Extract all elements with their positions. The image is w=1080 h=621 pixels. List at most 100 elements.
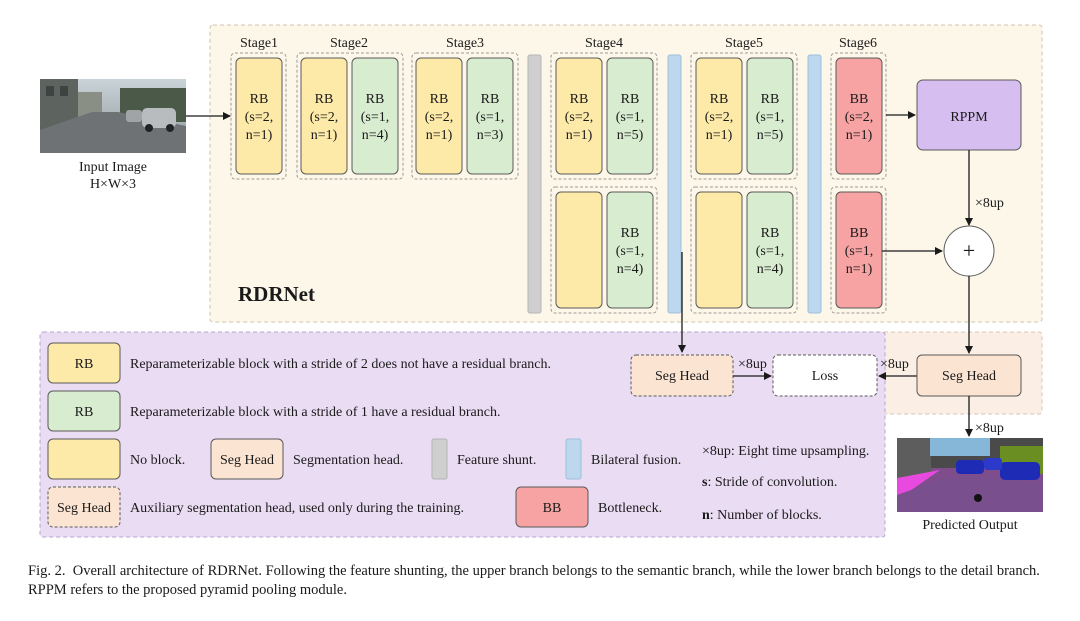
- legend-bb-label: BB: [543, 501, 562, 516]
- svg-text:(s=2,: (s=2,: [310, 110, 339, 125]
- legend-no-block-desc: No block.: [130, 453, 185, 468]
- svg-text:n=1): n=1): [311, 128, 338, 143]
- svg-text:RB: RB: [761, 92, 780, 107]
- stage2-group: [296, 52, 404, 180]
- block-stage5-c: RB (s=1, n=4): [746, 191, 794, 309]
- bilateral-fusion-bar-2: [807, 54, 822, 314]
- up-label-main: ×8up: [880, 357, 909, 372]
- stage6-upper-group: [830, 52, 887, 180]
- network-title: RDRNet: [238, 282, 315, 306]
- caption-text: Overall architecture of RDRNet. Followin…: [28, 563, 1040, 598]
- svg-text:n=5): n=5): [617, 128, 644, 143]
- svg-text:n=1): n=1): [846, 262, 873, 277]
- rppm-label: RPPM: [950, 110, 988, 125]
- block-stage6-a: BB (s=2, n=1): [835, 57, 883, 175]
- svg-text:n=5): n=5): [757, 128, 784, 143]
- svg-text:(s=2,: (s=2,: [705, 110, 734, 125]
- up-label-aux: ×8up: [738, 357, 767, 372]
- svg-text:(s=1,: (s=1,: [756, 244, 785, 259]
- legend-aux-swatch: [47, 486, 121, 528]
- legend-rb-s2-swatch: [47, 342, 121, 384]
- output-label: Predicted Output: [922, 518, 1017, 533]
- block-stage2-b: RB (s=1, n=4): [351, 57, 399, 175]
- svg-text:(s=2,: (s=2,: [245, 110, 274, 125]
- legend-seg-head-desc: Segmentation head.: [293, 453, 403, 468]
- svg-text:n=1): n=1): [426, 128, 453, 143]
- loss-label: Loss: [812, 369, 838, 384]
- legend-bilateral-desc: Bilateral fusion.: [591, 453, 681, 468]
- stage5-upper-group: [690, 52, 798, 180]
- legend-rb-s2-label: RB: [75, 357, 94, 372]
- svg-text:n=1): n=1): [566, 128, 593, 143]
- block-stage1: RB (s=2, n=1): [235, 57, 283, 175]
- legend-no-block-swatch: [47, 438, 121, 480]
- input-size: H×W×3: [90, 177, 136, 192]
- svg-text:RB: RB: [430, 92, 449, 107]
- predicted-output-image: [897, 438, 1043, 512]
- stage5-title: Stage5: [725, 36, 763, 51]
- svg-text:(s=1,: (s=1,: [616, 244, 645, 259]
- legend-feature-shunt-desc: Feature shunt.: [457, 453, 536, 468]
- svg-text:(s=2,: (s=2,: [845, 110, 874, 125]
- block-stage3-a: RB (s=2, n=1): [415, 57, 463, 175]
- legend-aux-desc: Auxiliary segmentation head, used only d…: [130, 501, 464, 516]
- svg-text:(s=1,: (s=1,: [756, 110, 785, 125]
- svg-text:(s=1,: (s=1,: [845, 244, 874, 259]
- legend-rb-s1-label: RB: [75, 405, 94, 420]
- stage3-group: [411, 52, 519, 180]
- legend-up-def: ×8up: Eight time upsampling.: [702, 444, 869, 459]
- main-seg-head-label: Seg Head: [942, 369, 996, 384]
- legend-bb-desc: Bottleneck.: [598, 501, 662, 516]
- block-stage3-b: RB (s=1, n=3): [466, 57, 514, 175]
- block-stage4-empty: [555, 191, 603, 309]
- svg-text:BB: BB: [850, 92, 869, 107]
- svg-text:RB: RB: [570, 92, 589, 107]
- svg-text:n=4): n=4): [362, 128, 389, 143]
- legend-feature-shunt-swatch: [431, 438, 448, 480]
- svg-text:(s=2,: (s=2,: [425, 110, 454, 125]
- stage6-lower-group: [830, 186, 887, 314]
- figure-caption: Fig. 2. Overall architecture of RDRNet. …: [28, 562, 1058, 600]
- up-label-rppm: ×8up: [975, 196, 1004, 211]
- svg-text:BB: BB: [850, 226, 869, 241]
- architecture-diagram: Input Image H×W×3 Stage1 Stage2 Stage3 S…: [39, 24, 1043, 538]
- svg-text:RB: RB: [761, 226, 780, 241]
- svg-text:n=4): n=4): [757, 262, 784, 277]
- caption-fig-number: Fig. 2.: [28, 563, 66, 579]
- legend-n-def: n: Number of blocks.: [702, 508, 822, 523]
- svg-text:(s=1,: (s=1,: [476, 110, 505, 125]
- block-stage5-a: RB (s=2, n=1): [695, 57, 743, 175]
- input-label: Input Image: [79, 160, 147, 175]
- loss-box: [772, 354, 878, 397]
- stage5-lower-group: [690, 186, 798, 314]
- block-stage6-b: BB (s=1, n=1): [835, 191, 883, 309]
- legend-s-def: s: Stride of convolution.: [702, 475, 837, 490]
- stage4-upper-group: [550, 52, 658, 180]
- svg-text:RB: RB: [710, 92, 729, 107]
- stage6-title: Stage6: [839, 36, 877, 51]
- svg-text:RB: RB: [250, 92, 269, 107]
- svg-text:(s=2,: (s=2,: [565, 110, 594, 125]
- svg-text:(s=1,: (s=1,: [616, 110, 645, 125]
- block-stage4-c: RB (s=1, n=4): [606, 191, 654, 309]
- svg-text:RB: RB: [621, 226, 640, 241]
- stage2-title: Stage2: [330, 36, 368, 51]
- feature-shunt-bar: [527, 54, 542, 314]
- legend-rb-s1-desc: Reparameterizable block with a stride of…: [130, 405, 500, 420]
- legend-aux-label: Seg Head: [57, 501, 111, 516]
- svg-text:RB: RB: [315, 92, 334, 107]
- aux-seg-head-label: Seg Head: [655, 369, 709, 384]
- svg-text:n=1): n=1): [706, 128, 733, 143]
- svg-text:RB: RB: [481, 92, 500, 107]
- svg-text:n=4): n=4): [617, 262, 644, 277]
- stage1-group: [230, 52, 287, 180]
- block-stage5-b: RB (s=1, n=5): [746, 57, 794, 175]
- block-stage4-a: RB (s=2, n=1): [555, 57, 603, 175]
- stage4-lower-group: [550, 186, 658, 314]
- svg-text:n=1): n=1): [246, 128, 273, 143]
- legend-rb-s1-swatch: [47, 390, 121, 432]
- legend-seg-head-label: Seg Head: [220, 453, 274, 468]
- up-label-output: ×8up: [975, 421, 1004, 436]
- legend-seg-head-swatch: [210, 438, 284, 480]
- stage1-title: Stage1: [240, 36, 278, 51]
